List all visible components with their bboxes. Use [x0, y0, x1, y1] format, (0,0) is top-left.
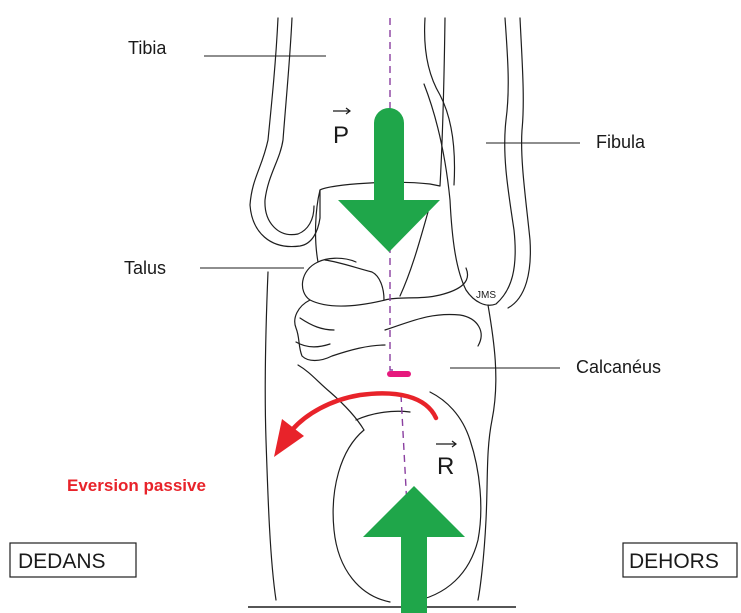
eversion-label: Eversion passive — [67, 476, 206, 495]
calcaneus-label: Calcanéus — [576, 357, 661, 377]
vector-p-label: P — [333, 122, 349, 149]
force-arrow-p — [338, 123, 440, 252]
vector-r-label: R — [437, 453, 454, 480]
fibula-label: Fibula — [596, 132, 646, 152]
dedans-label: DEDANS — [18, 550, 106, 573]
jms-label: JMS — [476, 290, 496, 301]
vector-r-symbol: R — [436, 441, 456, 480]
dehors-label: DEHORS — [629, 550, 719, 573]
vector-p-symbol: P — [333, 108, 350, 149]
tibia-label: Tibia — [128, 38, 167, 58]
force-arrow-r — [363, 486, 465, 613]
eversion-arrow — [274, 393, 436, 457]
dedans-box: DEDANS — [10, 543, 136, 577]
dehors-box: DEHORS — [623, 543, 737, 577]
talus-label: Talus — [124, 258, 166, 278]
